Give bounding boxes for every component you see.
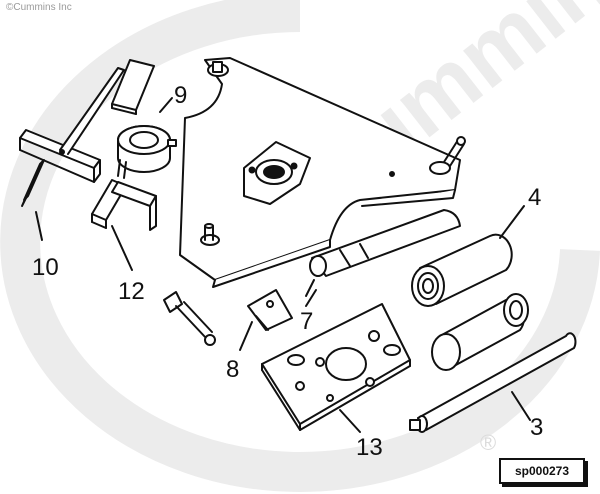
part-12-t-tool	[91, 159, 157, 231]
part-8-block	[247, 289, 293, 331]
callout-8: 8	[226, 356, 240, 383]
triangular-fixture-plate	[179, 57, 466, 288]
copyright-label: ©Cummins Inc	[6, 2, 72, 13]
callout-13: 13	[356, 434, 383, 461]
registered-mark: ®	[480, 430, 496, 455]
callout-12: 12	[118, 278, 145, 305]
bolt	[163, 291, 216, 346]
callout-3: 3	[530, 414, 544, 441]
part-4-pilot	[411, 233, 513, 307]
figure-code-badge: sp000273	[499, 458, 585, 484]
leader-lines	[35, 97, 531, 433]
callout-7: 7	[300, 308, 314, 335]
part-7-sleeve	[305, 209, 461, 297]
part-10-t-handle	[19, 67, 125, 207]
callout-9: 9	[174, 82, 188, 109]
part-9-collar	[117, 125, 177, 173]
callout-4: 4	[528, 184, 542, 211]
callout-10: 10	[32, 254, 59, 281]
flat-bar	[111, 59, 155, 115]
flanged-sleeve	[431, 293, 529, 371]
part-13-base-plate	[261, 303, 411, 431]
part-3-drift-rod	[409, 332, 577, 433]
